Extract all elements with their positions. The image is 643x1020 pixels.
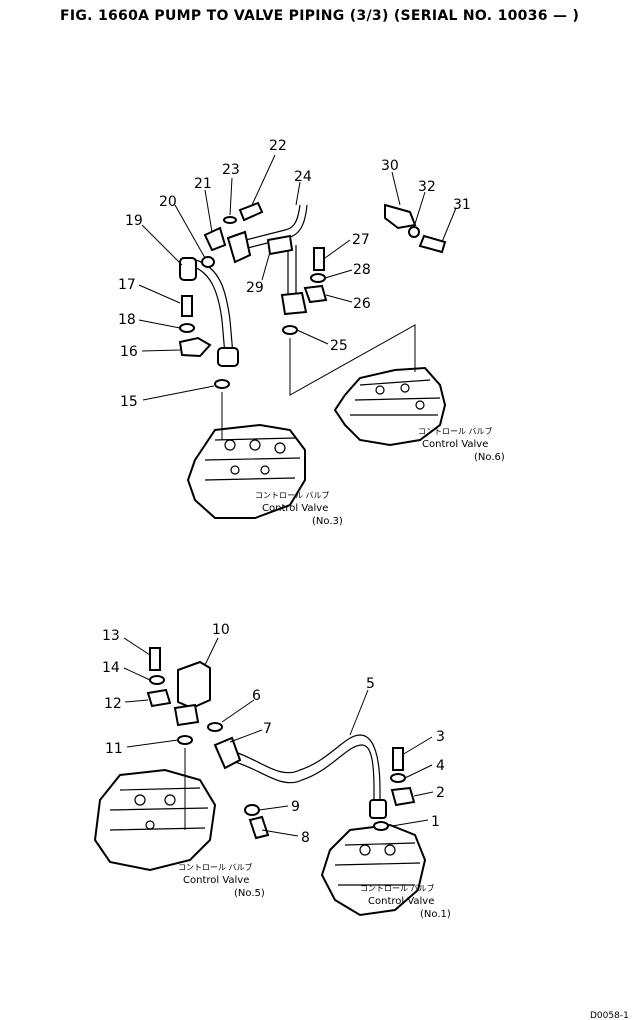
bolt-13 — [149, 647, 161, 671]
washer-4 — [390, 773, 406, 783]
valve-no3-number: (No.3) — [312, 516, 343, 527]
callout-7: 7 — [263, 721, 272, 737]
valve-no6-number: (No.6) — [474, 452, 505, 463]
callout-8: 8 — [301, 830, 310, 846]
oring-6 — [207, 722, 223, 732]
clamp-16-18 — [178, 295, 212, 358]
callout-31: 31 — [453, 197, 471, 213]
valve-no3-en-label: Control Valve — [262, 503, 328, 514]
washer-28 — [310, 273, 326, 283]
valve-no6-jp-label: コントロール バルブ — [418, 426, 493, 436]
block-10-base — [173, 703, 200, 727]
callout-2: 2 — [436, 785, 445, 801]
callout-5: 5 — [366, 676, 375, 692]
callout-11: 11 — [105, 741, 123, 757]
valve-no1-en-label: Control Valve — [368, 896, 434, 907]
block-10 — [177, 660, 211, 710]
callout-23: 23 — [222, 162, 240, 178]
clamp-26 — [303, 284, 328, 304]
control-valve-no6: コントロール バルブ Control Valve (No.6) — [333, 366, 505, 463]
callout-14: 14 — [102, 660, 120, 676]
callout-13: 13 — [102, 628, 120, 644]
flange-21 — [203, 226, 227, 252]
control-valve-no3: コントロール バルブ Control Valve (No.3) — [186, 423, 343, 527]
callout-21: 21 — [194, 176, 212, 192]
valve-no1-number: (No.1) — [420, 909, 451, 920]
pipe-24 — [226, 204, 308, 316]
plug-8 — [248, 815, 270, 840]
callout-1: 1 — [431, 814, 440, 830]
callout-leaders — [123, 154, 457, 837]
bolt-22 — [238, 201, 264, 222]
oring-1 — [373, 821, 389, 831]
bolt-3 — [392, 747, 404, 771]
valve-no5-number: (No.5) — [234, 888, 265, 899]
figure-title: FIG. 1660A PUMP TO VALVE PIPING (3/3) (S… — [60, 8, 580, 24]
callout-19: 19 — [125, 213, 143, 229]
washer-23 — [223, 216, 237, 224]
callout-22: 22 — [269, 138, 287, 154]
callout-9: 9 — [291, 799, 300, 815]
bracket-30 — [384, 203, 417, 230]
clamp-12 — [146, 688, 172, 708]
clamp-2 — [390, 786, 416, 807]
valve-no6-en-label: Control Valve — [422, 439, 488, 450]
callout-10: 10 — [212, 622, 230, 638]
control-valve-no1: コントロール バルブ Control Valve (No.1) — [320, 823, 451, 920]
washer-14 — [149, 675, 165, 685]
bolt-27 — [313, 247, 325, 271]
callout-30: 30 — [381, 158, 399, 174]
washer-9 — [244, 804, 260, 816]
hose-5 — [213, 734, 387, 819]
callout-4: 4 — [436, 758, 445, 774]
callout-3: 3 — [436, 729, 445, 745]
callout-numbers: 1 2 3 4 5 6 7 8 9 10 11 12 13 14 15 16 1… — [102, 138, 471, 846]
valve-no5-en-label: Control Valve — [183, 875, 249, 886]
valve-no3-jp-label: コントロール バルブ — [255, 490, 330, 500]
callout-29: 29 — [246, 280, 264, 296]
control-valve-no5: コントロール バルブ Control Valve (No.5) — [93, 768, 265, 899]
callout-12: 12 — [104, 696, 122, 712]
callout-26: 26 — [353, 296, 371, 312]
bolt-31 — [418, 234, 447, 254]
oring-20 — [201, 256, 215, 268]
callout-25: 25 — [330, 338, 348, 354]
drawing-code: D0058-1 — [590, 1011, 629, 1020]
callout-20: 20 — [159, 194, 177, 210]
oring-11 — [177, 735, 193, 745]
callout-16: 16 — [120, 344, 138, 360]
washer-32 — [408, 226, 420, 238]
callout-6: 6 — [252, 688, 261, 704]
callout-27: 27 — [352, 232, 370, 248]
valve-no5-jp-label: コントロール バルブ — [178, 862, 253, 872]
callout-18: 18 — [118, 312, 136, 328]
callout-24: 24 — [294, 169, 312, 185]
callout-32: 32 — [418, 179, 436, 195]
callout-17: 17 — [118, 277, 136, 293]
callout-15: 15 — [120, 394, 138, 410]
oring-25 — [282, 325, 298, 335]
valve-no1-jp-label: コントロール バルブ — [360, 883, 435, 893]
callout-28: 28 — [353, 262, 371, 278]
oring-15 — [214, 379, 230, 389]
